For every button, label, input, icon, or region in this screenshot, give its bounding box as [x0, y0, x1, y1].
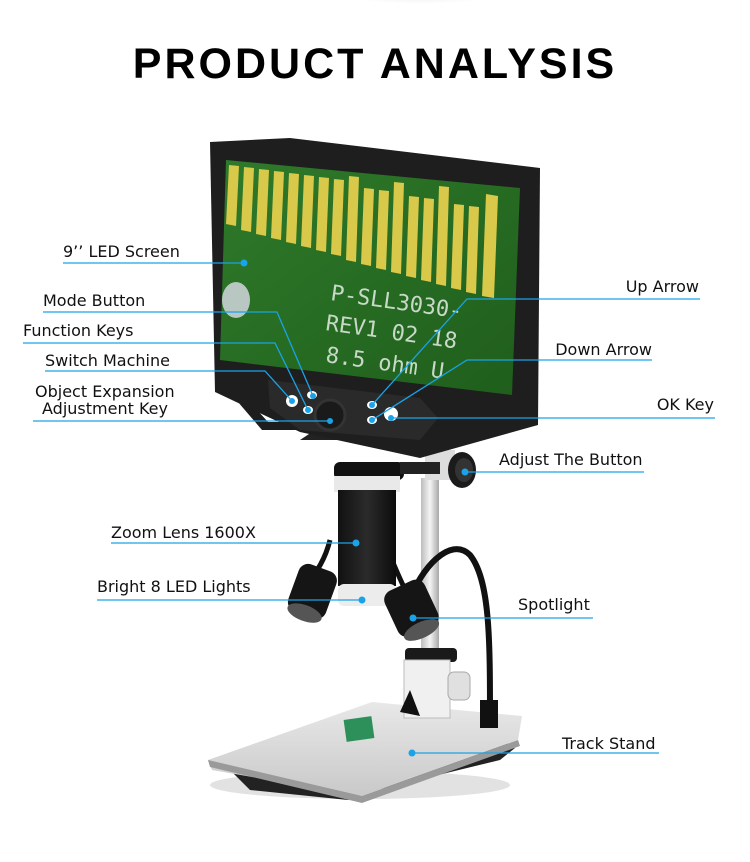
- gooseneck-right: [407, 546, 493, 721]
- track-stand-base: [208, 702, 522, 803]
- leader-mode-button: [43, 311, 314, 397]
- label-led-lights: Bright 8 LED Lights: [97, 577, 251, 596]
- spotlight-lamp: [384, 579, 440, 641]
- label-led-screen: 9’’ LED Screen: [63, 242, 180, 261]
- label-up-arrow: Up Arrow: [625, 277, 699, 296]
- leader-down-arrow: [371, 359, 652, 421]
- label-mode-button: Mode Button: [43, 291, 146, 310]
- led-light-left: [287, 563, 337, 623]
- label-track-stand: Track Stand: [562, 734, 656, 753]
- label-object-expansion-line1: Object Expansion: [35, 382, 175, 401]
- label-down-arrow: Down Arrow: [555, 340, 652, 359]
- label-adjust-button: Adjust The Button: [499, 450, 643, 469]
- label-spotlight: Spotlight: [518, 595, 590, 614]
- page-title: PRODUCT ANALYSIS: [132, 40, 618, 88]
- leader-dots: [240, 259, 469, 757]
- leader-function-keys: [23, 342, 309, 411]
- object-expansion-knob: [313, 398, 347, 432]
- label-ok-key: OK Key: [656, 395, 714, 414]
- zoom-lens: [334, 462, 404, 606]
- label-zoom-lens: Zoom Lens 1600X: [111, 523, 256, 542]
- label-function-keys: Function Keys: [23, 321, 134, 340]
- leader-lines: [23, 262, 715, 754]
- leader-up-arrow: [371, 298, 700, 406]
- leader-switch-machine: [45, 370, 293, 402]
- led-screen-device: P-SLL3030- REV1 02 18 8.5 ohm U: [210, 138, 540, 458]
- pcb-gold-fingers: [226, 165, 498, 298]
- top-shadow: [320, 0, 520, 4]
- label-object-expansion-line2: Adjustment Key: [42, 399, 168, 418]
- label-switch-machine: Switch Machine: [45, 351, 170, 370]
